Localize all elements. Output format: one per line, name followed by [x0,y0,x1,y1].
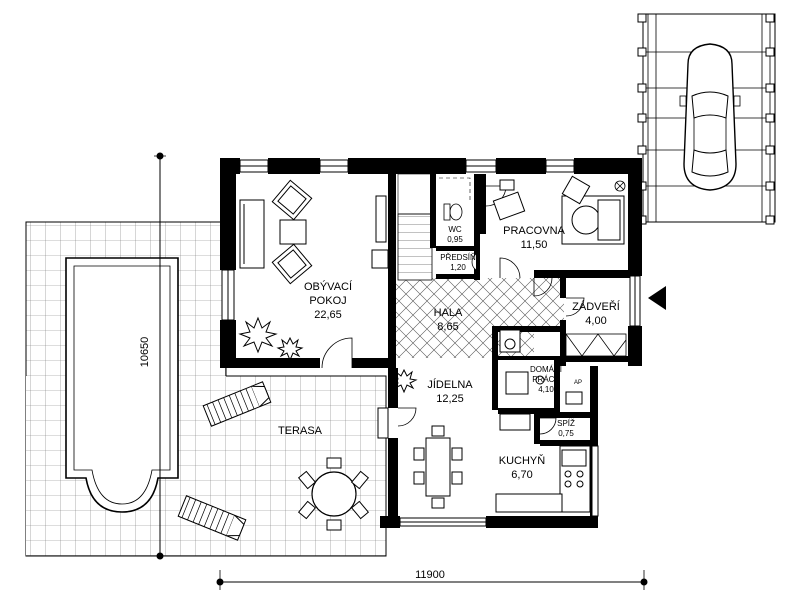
room-area-domaci: 4,10 [538,385,554,394]
room-label-predsin: PŘEDSÍŇ [440,253,476,262]
dimension-width-label: 11900 [415,569,445,581]
staircase [397,213,433,281]
room-label-domaci-2: PRÁCE [532,375,560,384]
room-area-obyvaci: 22,65 [314,309,342,321]
dimension-vertical: 10650 [139,152,166,560]
plant-icon [238,316,418,394]
room-label-pracovna: PRACOVNA [503,225,565,237]
room-label-domaci-1: DOMÁCÍ [530,365,563,374]
windows [221,159,641,527]
room-area-predsin: 1,20 [450,263,466,272]
entrance-arrow-icon [648,286,666,310]
study-furniture [492,175,625,245]
swimming-pool [65,257,179,513]
room-label-spiz: SPÍŽ [557,419,575,428]
zadveri-closet [565,333,627,357]
appliance-label: AP [574,380,582,386]
terrace-table [297,457,370,531]
room-label-jidelna: JÍDELNA [427,378,473,391]
room-area-pracovna: 11,50 [521,239,548,251]
room-label-wc: WC [448,225,462,234]
room-area-spiz: 0,75 [558,429,574,438]
room-label-obyvaci-2: POKOJ [309,295,346,307]
room-area-jidelna: 12,25 [436,393,464,405]
dining-table [413,425,463,509]
room-label-terasa: TERASA [278,425,323,437]
walls [220,158,642,528]
room-area-wc: 0,95 [447,235,463,244]
living-room-furniture [239,179,389,285]
car-icon [679,43,741,191]
sun-lounger-bottom [177,495,247,541]
boiler-icon [614,180,626,192]
room-label-obyvaci-1: OBÝVACÍ [304,280,353,293]
sun-lounger-top [202,381,272,427]
room-area-kuchyn: 6,70 [511,469,532,481]
kitchen-furniture [495,329,591,513]
room-label-kuchyn: KUCHYŇ [499,454,546,467]
doors [321,185,585,435]
wc-fixtures [443,203,477,271]
dimension-horizontal: 11900 [216,569,648,590]
room-label-zadveri: ZÁDVEŘÍ [572,300,621,313]
dimension-height-label: 10650 [139,337,151,368]
room-area-hala: 8,65 [437,321,458,333]
room-label-hala: HALA [434,307,463,319]
room-area-zadveri: 4,00 [585,315,606,327]
